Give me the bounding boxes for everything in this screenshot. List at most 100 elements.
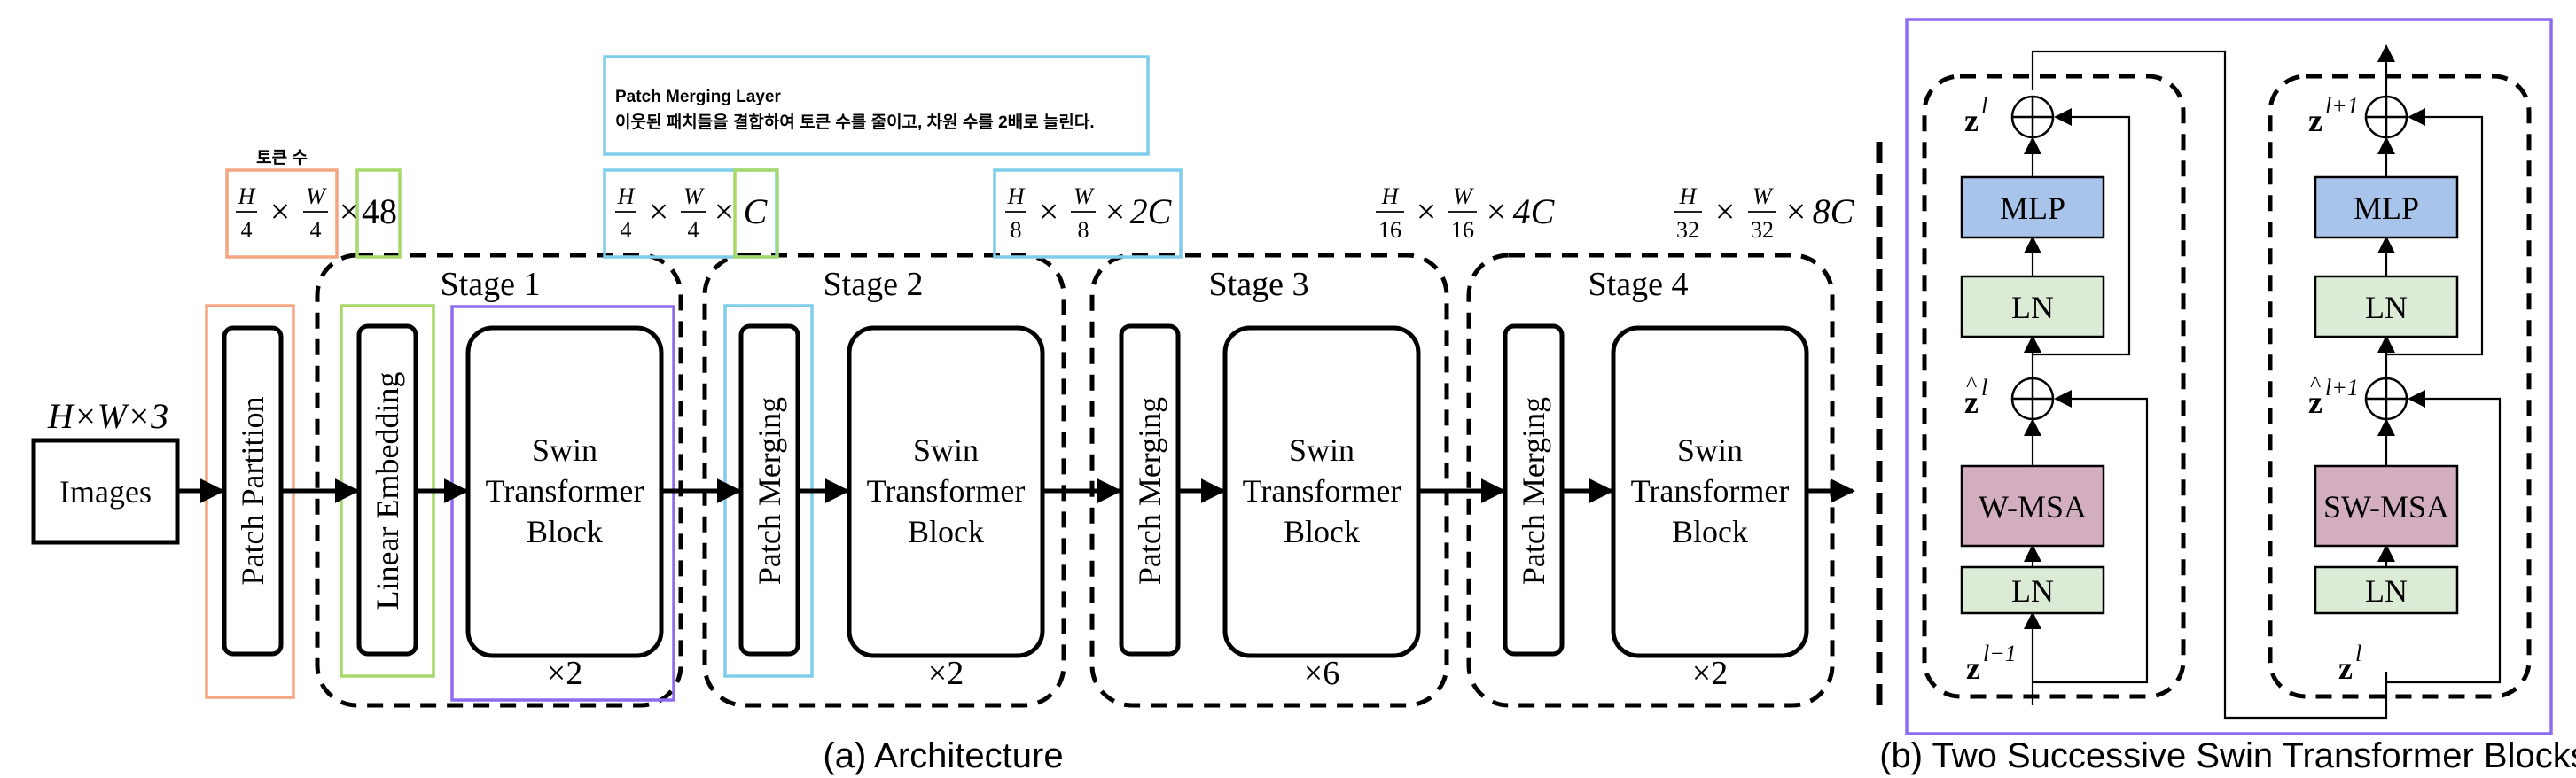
dims-c-h: H xyxy=(617,183,636,209)
stage-4-container xyxy=(1466,253,1835,708)
dims-2c-w: W xyxy=(1073,183,1095,209)
dims-48-x1: × xyxy=(270,191,291,231)
left-residual-1 xyxy=(2033,390,2149,684)
stage-2-container xyxy=(702,253,1066,708)
dims-8c-value: 8C xyxy=(1813,191,1855,231)
dims-2c-cyan-frame xyxy=(993,168,1183,259)
dims-4c-h: H xyxy=(1381,183,1400,209)
left-mlp-box xyxy=(1960,175,2105,239)
left-z-hat-sup: l xyxy=(1981,375,1987,401)
right-block-container xyxy=(2268,74,2532,699)
patch-merging-note-body: 이웃된 패치들을 결합하여 토큰 수를 줄이고, 차원 수를 2배로 늘린다. xyxy=(615,113,1095,132)
patch-merging-note-title: Patch Merging Layer xyxy=(615,88,781,106)
dims-c-4b: 4 xyxy=(688,217,699,243)
swin-block-highlight xyxy=(450,305,675,702)
right-z-out: z xyxy=(2308,103,2322,138)
left-z-hat-mark: ^ xyxy=(1966,371,1977,397)
dims-4c-x1: × xyxy=(1417,191,1437,231)
right-z-out-sup: l+1 xyxy=(2325,93,2359,119)
dims-48-h: H xyxy=(238,183,256,209)
stage-1-swin-line1: Swin xyxy=(532,432,597,468)
left-z-out: z xyxy=(1964,103,1979,138)
left-mlp-label: MLP xyxy=(2000,191,2065,226)
dims-8c-w: W xyxy=(1752,183,1774,209)
stage-4-repeat: ×2 xyxy=(1692,655,1728,692)
left-block-container xyxy=(1922,74,2186,699)
dims-8c-32b: 32 xyxy=(1751,217,1774,243)
stage-3-container xyxy=(1089,253,1449,708)
dims-2c-8b: 8 xyxy=(1078,217,1089,243)
stage-2-swin-line1: Swin xyxy=(913,432,979,468)
stage-1-swin-line2: Transformer xyxy=(486,473,644,509)
stage-4-swin-line2: Transformer xyxy=(1631,473,1790,509)
left-ln-top-box xyxy=(1960,275,2105,338)
dims-2c-x1: × xyxy=(1039,191,1059,231)
dims-4c: H 16 × W 16 × 4C xyxy=(1376,183,1556,243)
stage-1-container xyxy=(315,253,683,708)
dims-48-orange-frame xyxy=(225,168,339,259)
dims-8c-h: H xyxy=(1679,183,1698,209)
dims-2c: H 8 × W 8 × 2C xyxy=(993,168,1183,259)
right-ln-top-label: LN xyxy=(2365,290,2408,325)
stage-4-patch-merging-label: Patch Merging xyxy=(1516,397,1551,585)
right-ln-bottom-box xyxy=(2314,565,2459,615)
patch-partition-label: Patch Partition xyxy=(235,397,270,586)
dims-48-w: W xyxy=(306,183,327,209)
left-z-hat: z xyxy=(1964,385,1979,420)
stage-2-patch-merging-label: Patch Merging xyxy=(752,397,787,585)
dims-4c-16b: 16 xyxy=(1451,217,1474,243)
dims-48-4b: 4 xyxy=(310,217,322,243)
right-swmsa-box xyxy=(2314,464,2459,548)
stage-3-swin-line3: Block xyxy=(1284,514,1360,549)
left-z-in: z xyxy=(1966,650,1980,686)
stage-3-title: Stage 3 xyxy=(1209,266,1309,303)
stage-4-swin-line3: Block xyxy=(1672,514,1748,549)
left-z-out-sup: l xyxy=(1981,93,1987,119)
block-connector-line xyxy=(2031,50,2388,720)
right-mlp-box xyxy=(2314,175,2459,239)
dims-2c-h: H xyxy=(1007,183,1026,209)
blocks-purple-frame xyxy=(1905,18,2553,735)
right-z-hat-mark: ^ xyxy=(2310,371,2321,397)
stage-1-repeat: ×2 xyxy=(547,655,582,692)
dims-2c-x2: × xyxy=(1105,191,1126,231)
dims-4c-w: W xyxy=(1453,183,1474,209)
stage-2-swin-line3: Block xyxy=(908,514,984,549)
left-wmsa-box xyxy=(1960,464,2105,548)
left-ln-bottom-box xyxy=(1960,565,2105,615)
dims-4c-x2: × xyxy=(1487,191,1507,231)
dims-8c-x2: × xyxy=(1786,191,1807,231)
blocks-caption: (b) Two Successive Swin Transformer Bloc… xyxy=(1879,736,2576,775)
stage-2-title: Stage 2 xyxy=(824,266,924,303)
dims-c-value: C xyxy=(744,191,769,231)
dims-48: H 4 × W 4 × 48 xyxy=(225,168,402,259)
token-count-note: 토큰 수 xyxy=(256,148,308,167)
dims-8c-32a: 32 xyxy=(1676,217,1699,243)
left-ln-top-label: LN xyxy=(2011,290,2054,325)
dims-c-4a: 4 xyxy=(621,217,632,243)
left-ln-bottom-label: LN xyxy=(2011,573,2054,609)
left-block xyxy=(2024,108,2149,705)
stage-4-title: Stage 4 xyxy=(1589,266,1689,303)
stage-3-patch-merging-label: Patch Merging xyxy=(1132,397,1167,585)
dims-48-x2: × xyxy=(340,191,360,231)
stage-1-swin-line3: Block xyxy=(527,514,603,549)
dims-c-green-frame xyxy=(733,168,779,259)
dims-8c-x1: × xyxy=(1715,191,1736,231)
linear-embedding-label: Linear Embedding xyxy=(370,372,405,611)
stage-3-repeat: ×6 xyxy=(1304,655,1339,692)
architecture-caption: (a) Architecture xyxy=(823,736,1063,775)
right-ln-top-box xyxy=(2314,275,2459,338)
stage-3-swin-line1: Swin xyxy=(1289,432,1354,468)
left-wmsa-label: W-MSA xyxy=(1979,489,2087,525)
dims-2c-value: 2C xyxy=(1130,191,1173,231)
dims-2c-8a: 8 xyxy=(1011,217,1022,243)
dims-c-w: W xyxy=(683,183,705,209)
stage-2-swin-line2: Transformer xyxy=(867,473,1026,509)
right-residual-2 xyxy=(2386,108,2484,356)
dims-48-green-frame xyxy=(355,168,402,259)
dims-48-4a: 4 xyxy=(241,217,253,243)
right-residual-1 xyxy=(2386,390,2502,684)
right-swmsa-label: SW-MSA xyxy=(2323,489,2449,525)
